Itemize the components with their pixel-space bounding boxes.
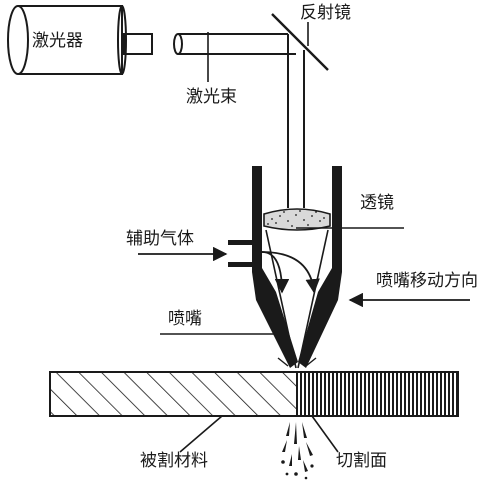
label-nozzle: 喷嘴 [168,309,202,329]
label-assist-gas: 辅助气体 [126,229,194,249]
label-cut-face: 切割面 [336,451,387,471]
mirror [271,13,329,71]
debris-spray [281,422,314,480]
workpiece [49,371,459,417]
nozzle-body [252,166,342,368]
laser-beam-horizontal [173,33,296,55]
lens [263,208,331,231]
label-move-direction: 喷嘴移动方向 [376,271,478,291]
leader-lines [160,22,404,453]
gas-flow-arrows [261,251,320,294]
label-laser: 激光器 [32,31,83,51]
label-beam: 激光束 [186,87,237,107]
assist-gas-inlet [228,240,254,267]
laser-source [7,5,153,75]
label-material: 被割材料 [140,451,208,471]
cut-sparks-top [277,357,317,367]
label-mirror: 反射镜 [300,3,351,23]
laser-beam-vertical [287,34,305,208]
label-lens: 透镜 [360,193,394,213]
